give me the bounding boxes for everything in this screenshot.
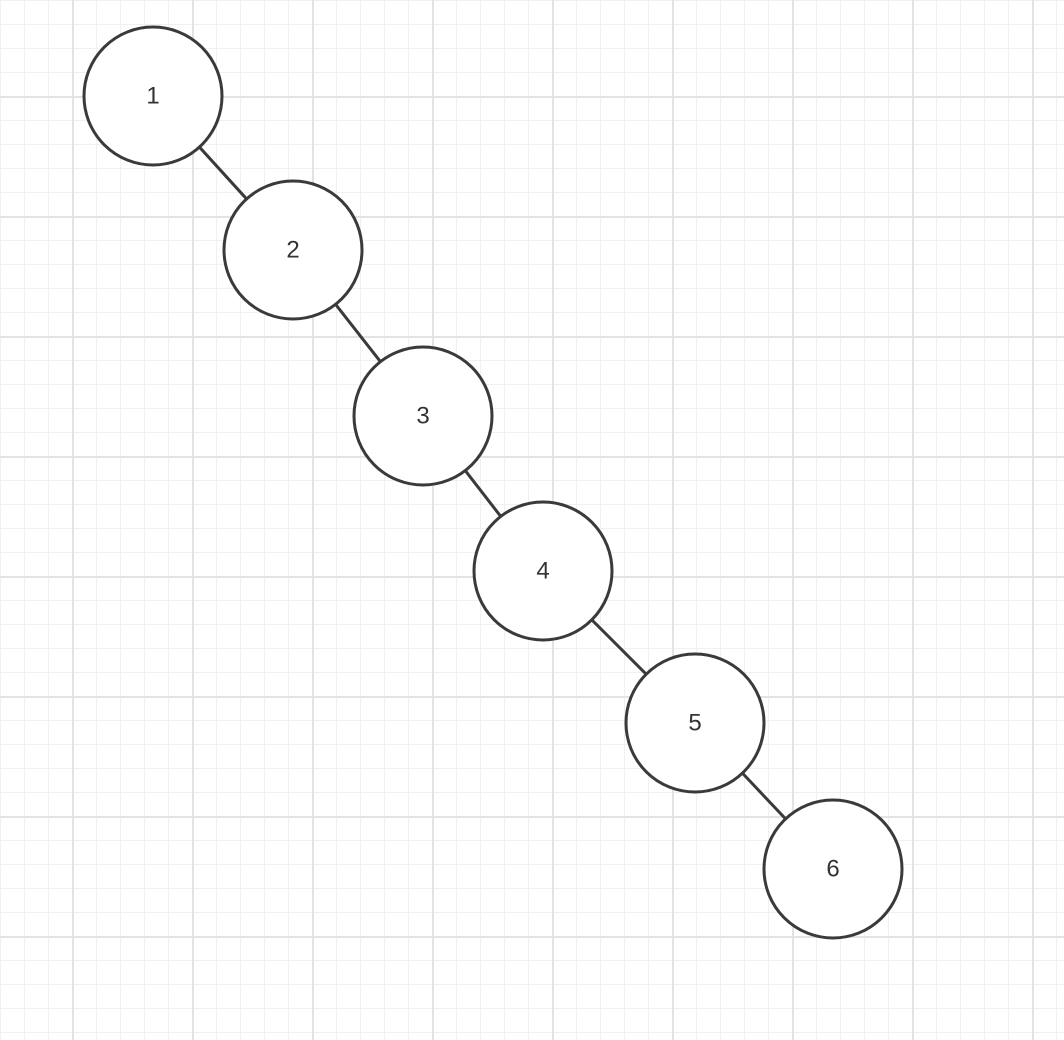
node-1[interactable]: 1 xyxy=(82,25,224,167)
node-5[interactable]: 5 xyxy=(624,652,766,794)
edge-4-5 xyxy=(590,618,648,676)
edge-1-2 xyxy=(198,146,248,200)
node-2-label: 2 xyxy=(286,237,299,264)
node-1-circle xyxy=(82,25,224,167)
node-2-circle xyxy=(222,179,364,321)
edge-2-3 xyxy=(334,303,382,363)
node-6-circle xyxy=(762,798,904,940)
node-3[interactable]: 3 xyxy=(352,345,494,487)
node-3-circle xyxy=(352,345,494,487)
node-3-label: 3 xyxy=(416,403,429,430)
edge-3-4 xyxy=(464,469,502,518)
node-5-circle xyxy=(624,652,766,794)
node-6[interactable]: 6 xyxy=(762,798,904,940)
node-6-label: 6 xyxy=(826,856,839,883)
tree-nodes: 1 2 3 4 5 6 xyxy=(82,25,904,940)
node-2[interactable]: 2 xyxy=(222,179,364,321)
edge-5-6 xyxy=(741,772,787,820)
node-4[interactable]: 4 xyxy=(472,500,614,642)
node-4-label: 4 xyxy=(536,558,549,585)
node-4-circle xyxy=(472,500,614,642)
node-5-label: 5 xyxy=(688,710,701,737)
node-1-label: 1 xyxy=(146,83,159,110)
tree-edges xyxy=(198,146,787,820)
